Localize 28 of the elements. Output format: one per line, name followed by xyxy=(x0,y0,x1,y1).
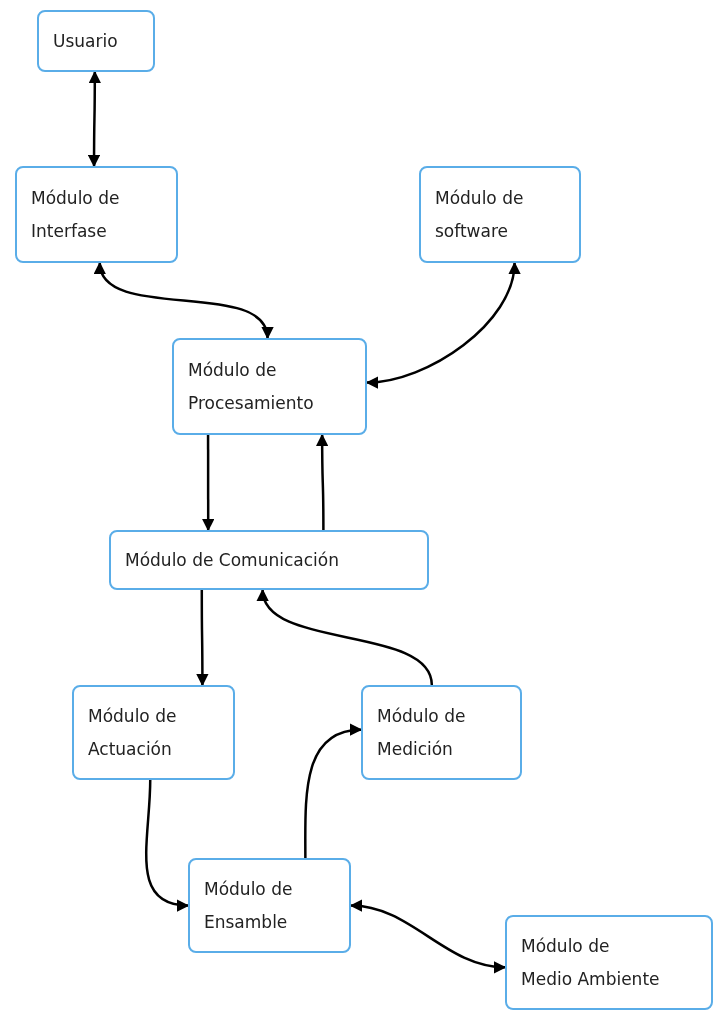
process-box xyxy=(505,915,713,1010)
box-label: Usuario xyxy=(53,29,118,53)
arrow xyxy=(315,433,329,530)
process-box xyxy=(419,166,581,263)
process-box xyxy=(37,10,155,72)
box-label: Módulo de Interfase xyxy=(31,186,121,243)
process-box xyxy=(188,858,351,953)
process-box xyxy=(15,166,178,263)
arrow xyxy=(87,70,102,168)
arrow xyxy=(304,724,363,858)
box-label: Módulo de software xyxy=(435,186,525,243)
process-box xyxy=(109,530,429,590)
arrow xyxy=(201,435,215,532)
arrow xyxy=(96,261,271,340)
arrow xyxy=(196,590,209,687)
box-label: Módulo de Actuación xyxy=(88,704,178,761)
process-box xyxy=(361,685,522,780)
box-label: Módulo de Comunicación xyxy=(125,548,339,572)
box-label: Módulo de Medición xyxy=(377,704,467,761)
arrow xyxy=(259,588,434,686)
arrow xyxy=(365,261,520,388)
box-label: Módulo de Medio Ambiente xyxy=(521,934,661,991)
arrow xyxy=(145,779,190,911)
box-label: Módulo de Ensamble xyxy=(204,877,294,934)
process-box xyxy=(172,338,367,435)
process-box xyxy=(72,685,235,780)
arrow xyxy=(349,900,507,973)
box-label: Módulo de Procesamiento xyxy=(188,358,315,415)
